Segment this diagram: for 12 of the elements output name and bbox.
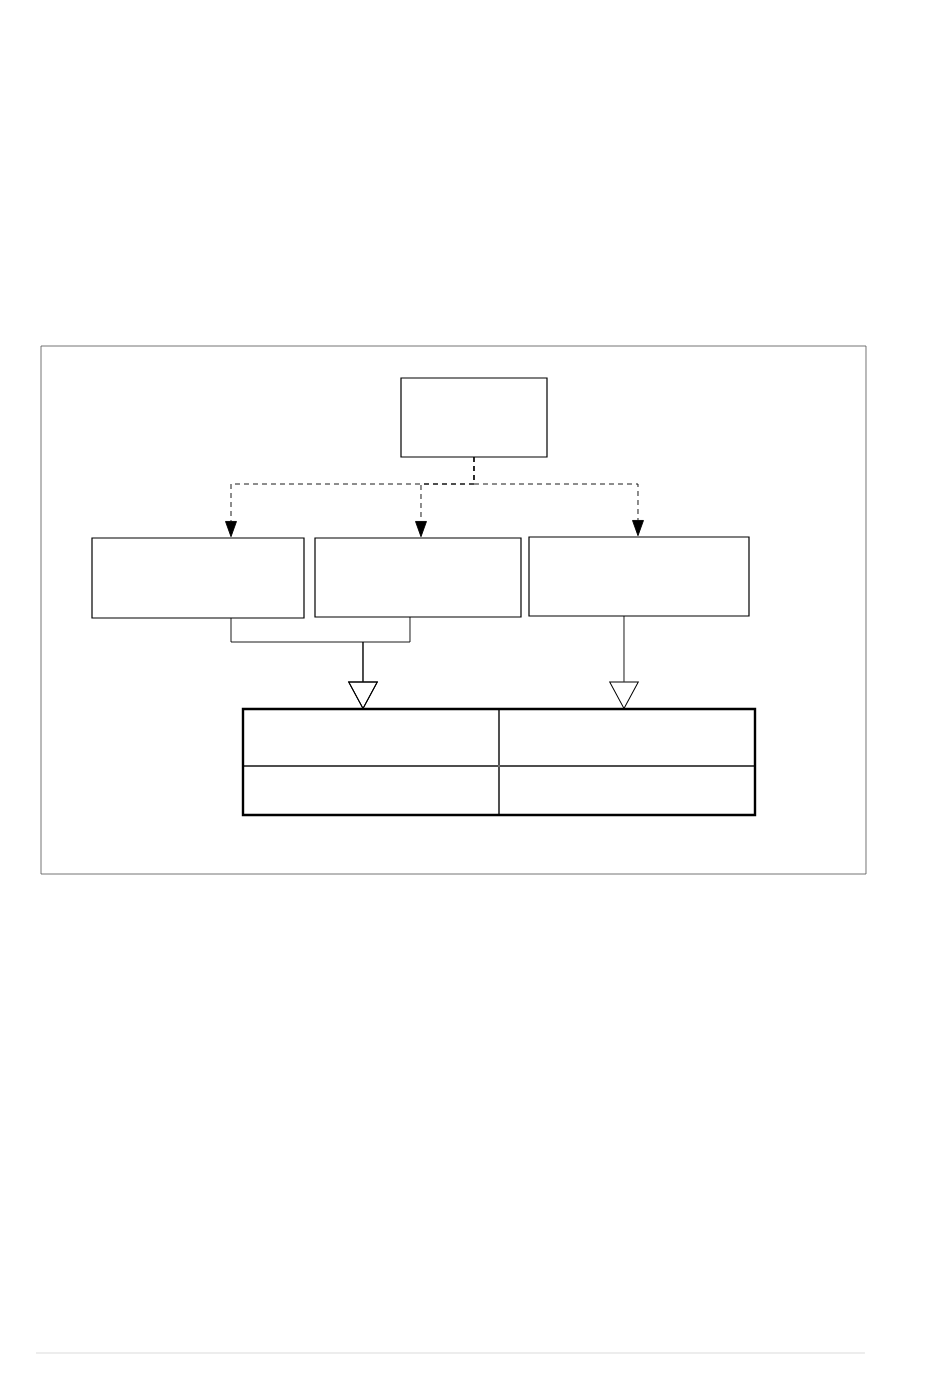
table-cell: [499, 709, 755, 766]
empty-box: [91, 537, 305, 619]
hollow-arrow: [609, 615, 639, 709]
empty-box: [528, 536, 750, 617]
table-cell: [243, 709, 499, 766]
empty-box: [400, 377, 548, 458]
table: [241, 707, 757, 817]
table-cell: [243, 766, 499, 815]
hollow-arrow: [348, 616, 411, 709]
empty-box: [314, 537, 522, 618]
dashed-arrow: [473, 456, 644, 537]
table-cell: [499, 766, 755, 815]
